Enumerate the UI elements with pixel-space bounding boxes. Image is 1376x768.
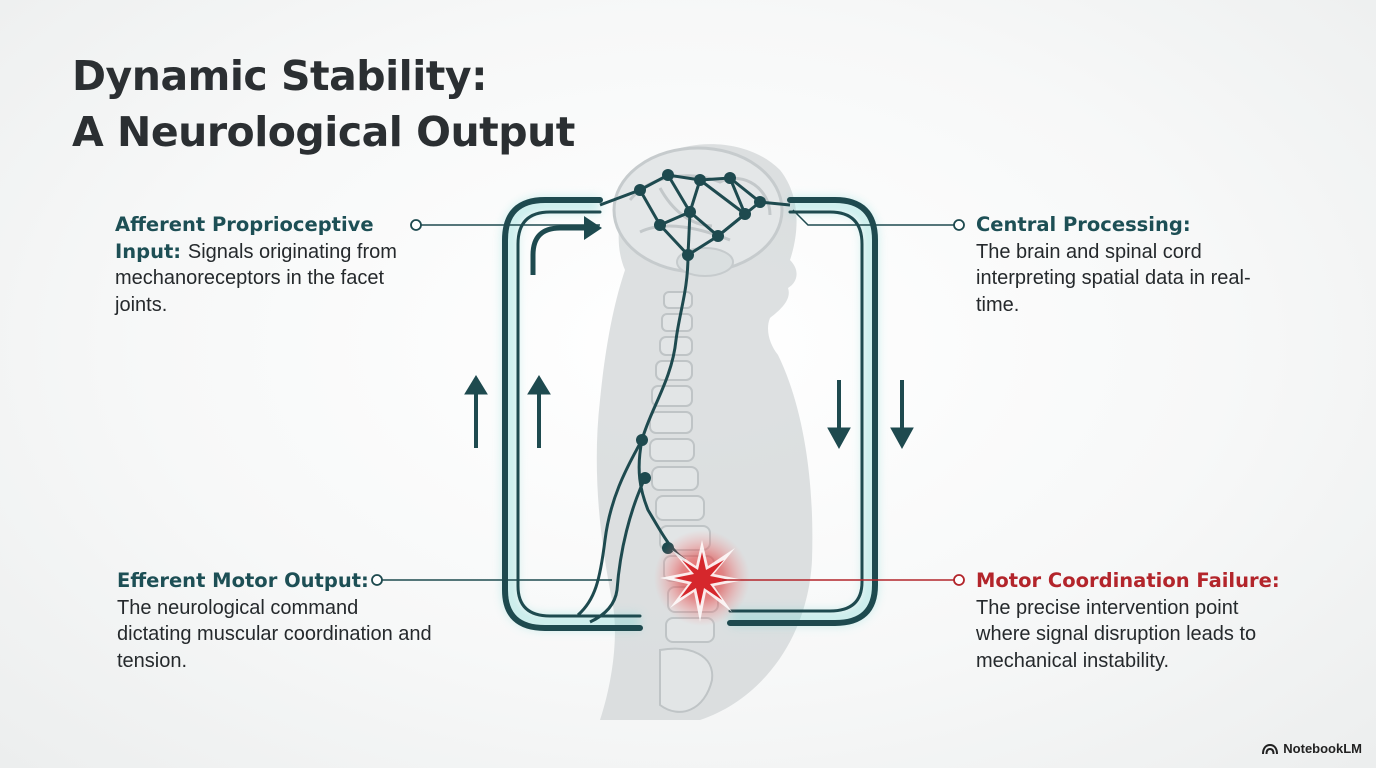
callout-heading: Afferent Proprioceptive Input: xyxy=(115,213,374,263)
callout-heading: Efferent Motor Output: xyxy=(117,569,369,592)
callout-afferent-input: Afferent Proprioceptive Input: Signals o… xyxy=(115,212,415,318)
failure-burst xyxy=(654,530,750,626)
down-arrow-icon xyxy=(827,380,851,450)
callout-body: Signals originating from mechanoreceptor… xyxy=(115,240,397,316)
callout-motor-failure: Motor Coordination Failure: The precise … xyxy=(976,568,1296,674)
callout-body: The brain and spinal cord interpreting s… xyxy=(976,240,1251,316)
callout-heading: Central Processing: xyxy=(976,213,1191,236)
curved-arrow-icon xyxy=(530,216,602,275)
up-arrow-icon xyxy=(464,375,488,448)
brand-watermark: NotebookLM xyxy=(1262,741,1362,756)
title-line-2: A Neurological Output xyxy=(72,108,575,156)
page-title: Dynamic Stability: A Neurological Output xyxy=(72,48,575,160)
callout-body: The precise intervention point where sig… xyxy=(976,596,1257,672)
leader-line-central xyxy=(792,209,965,231)
notebooklm-logo-icon xyxy=(1262,743,1279,754)
callout-central-processing: Central Processing: The brain and spinal… xyxy=(976,212,1276,318)
down-arrow-icon xyxy=(890,380,914,450)
title-line-1: Dynamic Stability: xyxy=(72,52,487,100)
leader-line-failure xyxy=(722,574,965,586)
feedback-loop xyxy=(502,197,878,631)
callout-body: The neurological command dictating muscu… xyxy=(117,596,432,672)
spinal-nerve-pathway xyxy=(576,254,690,624)
human-silhouette xyxy=(596,144,813,720)
up-arrow-icon xyxy=(527,375,551,448)
callout-heading: Motor Coordination Failure: xyxy=(976,569,1280,592)
brand-name: NotebookLM xyxy=(1283,741,1362,756)
callout-efferent-output: Efferent Motor Output: The neurological … xyxy=(117,568,437,674)
leader-line-afferent xyxy=(410,219,600,231)
neuron-nodes xyxy=(634,169,766,261)
leader-line-efferent xyxy=(371,574,612,586)
